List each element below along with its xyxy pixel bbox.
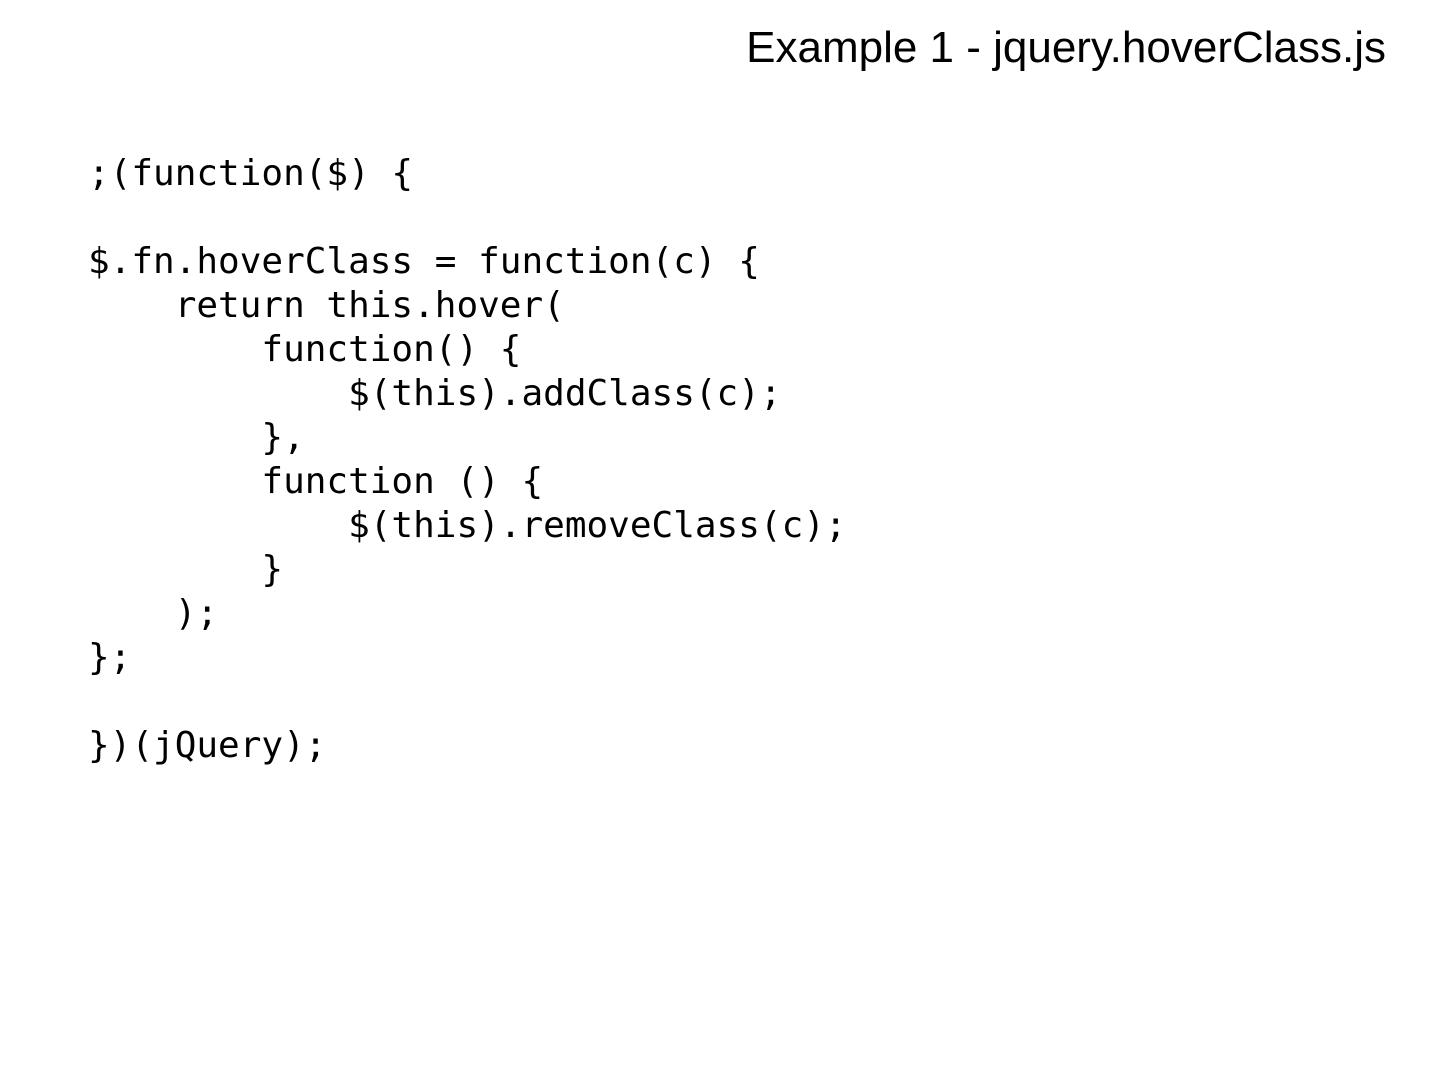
code-line: function () {	[88, 461, 544, 502]
code-line: $.fn.hoverClass = function(c) {	[88, 241, 760, 282]
code-block: ;(function($) { $.fn.hoverClass = functi…	[88, 152, 1420, 768]
code-line: $(this).addClass(c);	[88, 373, 782, 414]
code-line: $(this).removeClass(c);	[88, 505, 847, 546]
code-line: );	[88, 593, 219, 634]
code-line: return this.hover(	[88, 285, 565, 326]
code-line: function() {	[88, 329, 522, 370]
code-line: ;(function($) {	[88, 153, 414, 194]
code-content: ;(function($) { $.fn.hoverClass = functi…	[88, 152, 1420, 768]
code-line: }	[88, 549, 284, 590]
page-title: Example 1 - jquery.hoverClass.js	[746, 23, 1386, 72]
code-line: };	[88, 637, 132, 678]
code-line: })(jQuery);	[88, 725, 327, 766]
code-line: },	[88, 417, 305, 458]
code-line	[88, 196, 1420, 240]
code-line	[88, 680, 1420, 724]
